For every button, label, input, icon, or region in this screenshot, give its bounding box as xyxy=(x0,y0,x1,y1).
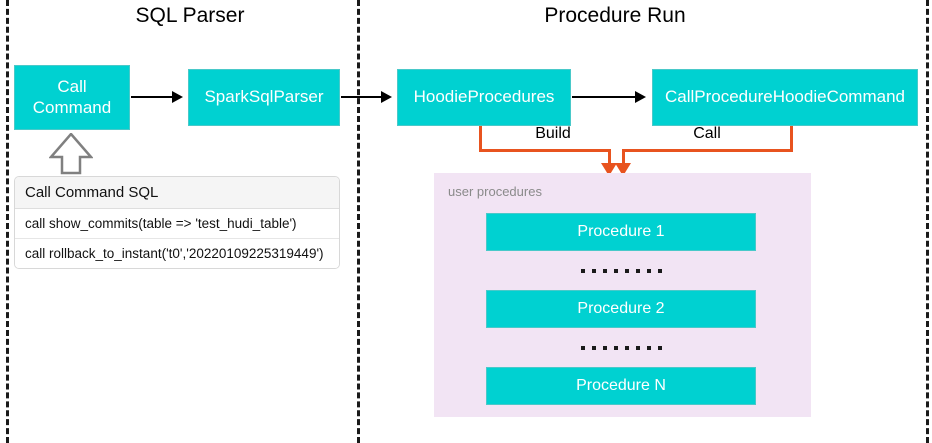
dot-icon xyxy=(657,346,662,350)
call-connector-segment-horizontal xyxy=(622,149,793,152)
node-hoodie-procedures[interactable]: HoodieProcedures xyxy=(397,69,571,126)
node-spark-sql-parser[interactable]: SparkSqlParser xyxy=(188,69,340,126)
call-connector-segment-vertical-end xyxy=(622,149,625,167)
build-connector-segment-horizontal xyxy=(479,149,611,152)
connector-label-build: Build xyxy=(535,125,571,142)
arrow-hoodie-procedures-to-call-procedure-command xyxy=(572,96,637,98)
procedure-box[interactable]: Procedure N xyxy=(486,367,756,405)
section-title-sql-parser: SQL Parser xyxy=(135,4,245,27)
dot-icon xyxy=(602,269,607,273)
dot-icon xyxy=(646,346,651,350)
user-procedures-panel: user procedures Procedure 1 Procedure 2 … xyxy=(434,173,811,417)
procedure-box[interactable]: Procedure 1 xyxy=(486,213,756,251)
dot-icon xyxy=(613,346,618,350)
build-connector-segment-vertical-start xyxy=(479,126,482,152)
dot-icon xyxy=(580,269,585,273)
node-call-command[interactable]: Call Command xyxy=(14,65,130,130)
dot-icon xyxy=(624,269,629,273)
node-call-command-label-line1: Call xyxy=(57,77,87,97)
dashed-separator-right xyxy=(926,0,929,443)
arrow-head-icon-2 xyxy=(381,91,392,103)
dot-icon xyxy=(646,269,651,273)
build-connector-segment-vertical-end xyxy=(608,149,611,167)
call-connector-segment-vertical-start xyxy=(790,126,793,152)
dashed-separator-middle xyxy=(357,0,360,443)
sql-table-row: call show_commits(table => 'test_hudi_ta… xyxy=(15,209,339,239)
node-call-command-label-line2: Command xyxy=(32,97,112,117)
arrow-call-command-to-spark-sql-parser xyxy=(131,96,174,98)
arrow-spark-sql-parser-to-hoodie-procedures xyxy=(341,96,383,98)
call-command-sql-table: Call Command SQL call show_commits(table… xyxy=(14,176,340,269)
call-arrow-head-icon xyxy=(615,163,631,176)
procedure-box[interactable]: Procedure 2 xyxy=(486,290,756,328)
dot-icon xyxy=(580,346,585,350)
dot-icon xyxy=(635,346,640,350)
ellipsis-dots xyxy=(486,338,756,358)
dot-icon xyxy=(657,269,662,273)
dot-icon xyxy=(591,269,596,273)
connector-label-call: Call xyxy=(693,125,721,142)
dot-icon xyxy=(635,269,640,273)
dot-icon xyxy=(591,346,596,350)
arrow-head-icon-1 xyxy=(172,91,183,103)
node-call-procedure-hoodie-command[interactable]: CallProcedureHoodieCommand xyxy=(652,69,918,126)
dot-icon xyxy=(624,346,629,350)
user-procedures-label: user procedures xyxy=(448,184,542,199)
sql-table-header: Call Command SQL xyxy=(15,177,339,209)
up-arrow-icon xyxy=(49,133,93,175)
dot-icon xyxy=(602,346,607,350)
dot-icon xyxy=(613,269,618,273)
sql-table-row: call rollback_to_instant('t0','202201092… xyxy=(15,239,339,268)
arrow-head-icon-3 xyxy=(635,91,646,103)
ellipsis-dots xyxy=(486,261,756,281)
build-arrow-head-icon xyxy=(601,163,617,176)
dashed-separator-left xyxy=(6,0,9,443)
section-title-procedure-run: Procedure Run xyxy=(544,4,686,27)
